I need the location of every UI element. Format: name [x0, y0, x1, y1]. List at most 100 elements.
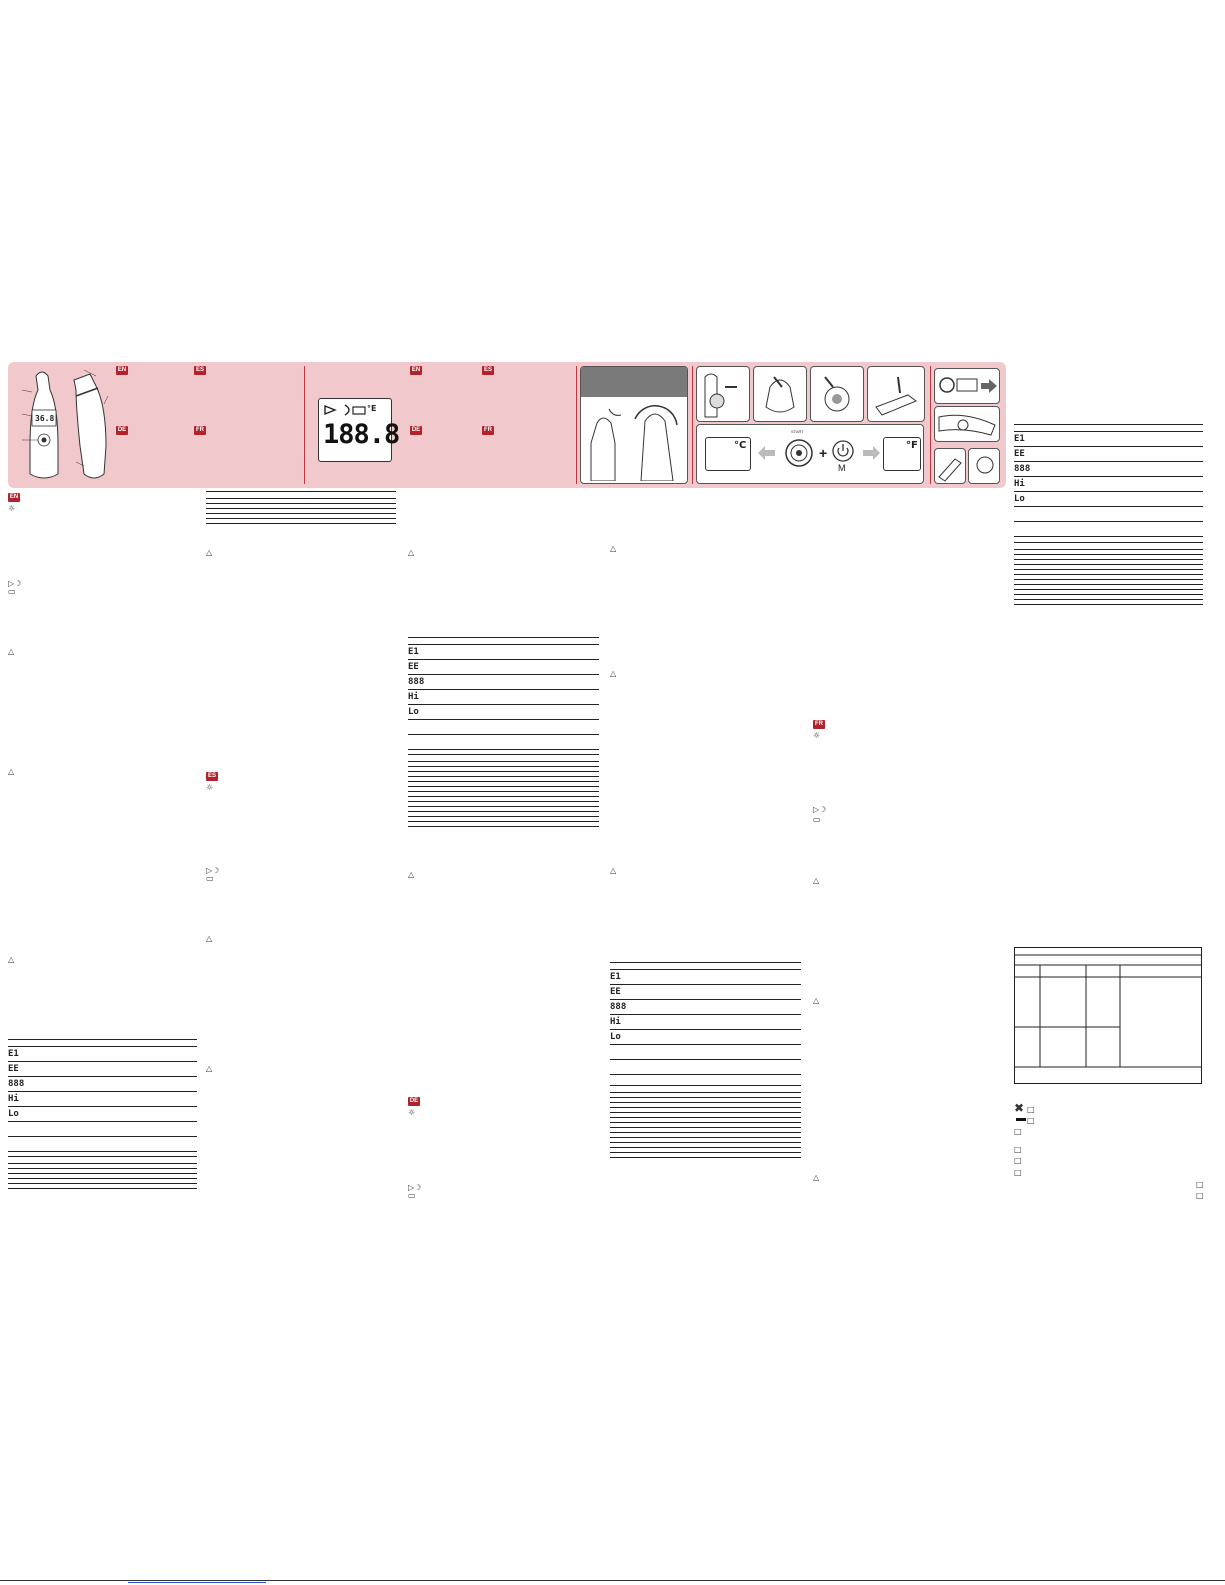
step-panel-4: [867, 366, 925, 422]
indicator-icons: ▷☽: [813, 805, 827, 814]
table-row: [8, 1136, 48, 1152]
language-badge-es: ES: [206, 772, 218, 781]
checkbox-marker: □: [1196, 1191, 1204, 1200]
illustration-banner: 36.8 EN ES DE FR °E 188.8 EN ES DE FR: [8, 362, 1006, 488]
spec-table-es: [408, 754, 599, 827]
step-panel-2: [753, 366, 807, 422]
battery-icon: ▭: [8, 587, 16, 596]
error-code: EE: [610, 984, 650, 1000]
language-badge-fr: FR: [482, 426, 494, 435]
probe-cover-attach-drawing: [590, 405, 678, 481]
probe-cover-panel: [580, 366, 688, 484]
start-button-icon: [785, 439, 813, 467]
checkbox-marker: □: [1027, 1105, 1035, 1114]
error-code: 888: [1014, 461, 1054, 477]
checkbox-marker: □: [1027, 1116, 1035, 1125]
footer-rule: [0, 1580, 1225, 1581]
indicator-icons: ▷☽: [408, 1183, 422, 1192]
warning-icon: △: [610, 544, 617, 553]
error-code: E1: [408, 644, 448, 660]
emc-guidance-table: [1014, 947, 1202, 1084]
error-code: Lo: [610, 1029, 650, 1045]
error-code: 888: [610, 999, 650, 1015]
ear-icon: ☼: [408, 1108, 416, 1117]
step-panel-1: [696, 366, 750, 422]
checkbox-marker: □: [1196, 1180, 1204, 1189]
fahrenheit-display: °F: [883, 437, 921, 471]
section-divider: [930, 366, 931, 484]
error-code: E1: [610, 969, 650, 985]
error-code: EE: [408, 659, 448, 675]
battery-icon: ▭: [813, 815, 821, 824]
arrow-left-icon: [758, 446, 775, 460]
footer-link-underline[interactable]: [128, 1582, 266, 1583]
battery-step-panel-2: [968, 448, 1000, 484]
section-divider: [304, 366, 305, 484]
language-badge-es: ES: [194, 366, 206, 375]
table-row: [1014, 506, 1054, 522]
warning-icon: △: [408, 870, 415, 879]
error-code: EE: [8, 1061, 48, 1077]
warning-icon: △: [610, 669, 617, 678]
spec-table-en: [8, 1156, 197, 1189]
spec-table-fr: [1014, 542, 1203, 605]
warning-icon: △: [8, 647, 15, 656]
error-table-en: E1 EE 888 Hi Lo: [8, 1039, 197, 1152]
error-code: 888: [8, 1076, 48, 1092]
error-code: Hi: [1014, 476, 1054, 492]
battery-icon: ▭: [206, 874, 214, 883]
warning-icon: △: [206, 548, 213, 557]
checkbox-marker: □: [1014, 1156, 1022, 1165]
error-table-de: E1 EE 888 Hi Lo: [610, 962, 801, 1075]
warning-icon: △: [813, 996, 820, 1005]
error-code: Lo: [8, 1106, 48, 1122]
lcd-unit-symbol: °E: [367, 404, 377, 413]
checkbox-marker: □: [1014, 1127, 1022, 1136]
error-code: 888: [408, 674, 448, 690]
error-code: Hi: [8, 1091, 48, 1107]
indicator-icons: ▷☽: [8, 579, 22, 588]
battery-icon: ▭: [408, 1191, 416, 1200]
celsius-symbol: °C: [734, 440, 747, 451]
warning-icon: △: [813, 876, 820, 885]
warning-icon: △: [206, 1064, 213, 1073]
language-badge-fr: FR: [813, 720, 825, 729]
battery-insert-panel: [934, 406, 1000, 442]
warning-icon: △: [206, 934, 213, 943]
error-table-es: E1 EE 888 Hi Lo: [408, 637, 599, 750]
error-table-fr: E1 EE 888 Hi Lo: [1014, 424, 1203, 537]
start-label: START: [791, 429, 804, 434]
language-badge-de: DE: [408, 1097, 420, 1106]
arrow-right-icon: [863, 446, 880, 460]
table-row: [610, 1044, 650, 1060]
thermometer-device-drawing: [21, 369, 109, 479]
warning-icon: △: [813, 1173, 820, 1182]
warning-icon: △: [8, 955, 15, 964]
ear-icon: ☼: [206, 783, 214, 792]
lcd-segment-digits: 188.8: [323, 419, 400, 450]
language-badge-en: EN: [410, 366, 422, 375]
language-badge-fr: FR: [194, 426, 206, 435]
device-display-reading: 36.8: [35, 414, 55, 423]
warning-icon: △: [610, 866, 617, 875]
lcd-display-diagram: °E 188.8: [318, 398, 400, 462]
spec-table-de: [610, 1085, 801, 1158]
section-divider: [692, 366, 693, 484]
unit-switch-panel: °C START + M °F: [696, 424, 924, 484]
error-code: EE: [1014, 446, 1054, 462]
language-badge-de: DE: [410, 426, 422, 435]
battery-step-panel-1: [934, 448, 966, 484]
ear-icon: ☼: [813, 731, 821, 740]
table-row: [8, 1121, 48, 1137]
section-divider: [576, 366, 577, 484]
plus-sign: +: [819, 445, 828, 461]
language-badge-es: ES: [482, 366, 494, 375]
recycle-bin-icon: ✖: [1014, 1101, 1025, 1115]
fahrenheit-symbol: °F: [906, 440, 918, 451]
table-row: [1014, 521, 1054, 537]
lcd-indicator-row: [324, 404, 366, 416]
ear-icon: ☼: [8, 504, 16, 513]
table-row: [610, 1059, 650, 1075]
checkbox-marker: □: [1014, 1168, 1022, 1177]
language-badge-en: EN: [8, 493, 20, 502]
